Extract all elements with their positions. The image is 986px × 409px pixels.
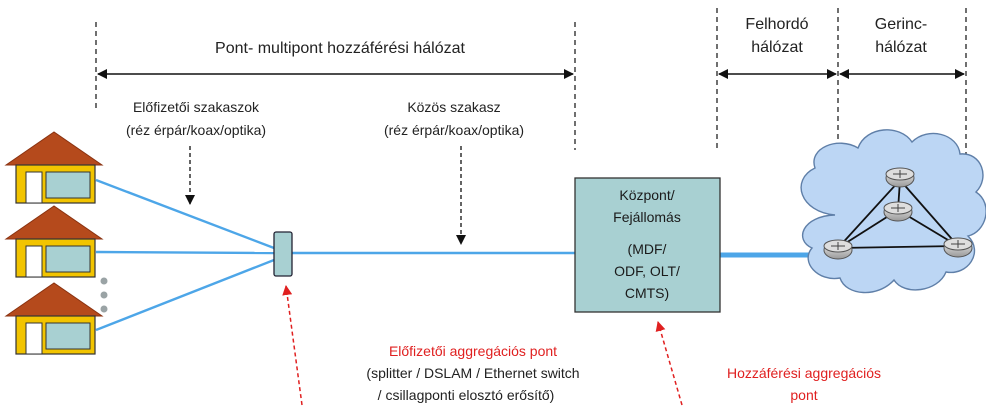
central-label-1: Központ/ xyxy=(619,187,674,203)
house-3 xyxy=(4,282,104,355)
central-label-3: (MDF/ xyxy=(628,241,667,257)
roof-icon xyxy=(4,205,104,240)
access-aggregation-label-2: pont xyxy=(790,387,817,403)
house-2 xyxy=(4,205,104,278)
more-houses-dots xyxy=(100,277,108,313)
central-office-box xyxy=(574,177,721,313)
subscriber-links xyxy=(95,178,275,332)
subscriber-sections-label-2: (réz érpár/koax/optika) xyxy=(126,122,266,138)
common-section-label-1: Közös szakasz xyxy=(407,99,500,115)
subscriber-aggregation-detail-2: / csillagponti elosztó erősítő) xyxy=(378,387,555,403)
roof-icon xyxy=(4,282,104,317)
subscriber-aggregation-detail-1: (splitter / DSLAM / Ethernet switch xyxy=(366,365,579,381)
subscriber-sections-label-1: Előfizetői szakaszok xyxy=(133,99,260,115)
router-icon xyxy=(883,201,913,222)
central-label-4: ODF, OLT/ xyxy=(614,263,680,279)
feeder-label-1: Felhordó xyxy=(745,16,808,33)
core-label-1: Gerinc- xyxy=(875,16,927,33)
pointer-arrows xyxy=(185,146,466,245)
common-section-label-2: (réz érpár/koax/optika) xyxy=(384,122,524,138)
central-label-2: Fejállomás xyxy=(613,209,681,225)
router-icon xyxy=(823,239,853,260)
roof-icon xyxy=(4,131,104,166)
splitter-box xyxy=(273,231,293,277)
aggregation-pointers xyxy=(282,285,683,406)
central-label-5: CMTS) xyxy=(625,285,669,301)
top-span-label: Pont- multipont hozzáférési hálózat xyxy=(215,40,465,57)
house-1 xyxy=(4,131,104,204)
feeder-label-2: hálózat xyxy=(751,39,803,56)
core-label-2: hálózat xyxy=(875,39,927,56)
subscriber-aggregation-label: Előfizetői aggregációs pont xyxy=(389,343,557,359)
router-icon xyxy=(943,237,973,258)
access-aggregation-label-1: Hozzáférési aggregációs xyxy=(727,365,881,381)
router-icon xyxy=(885,167,915,188)
